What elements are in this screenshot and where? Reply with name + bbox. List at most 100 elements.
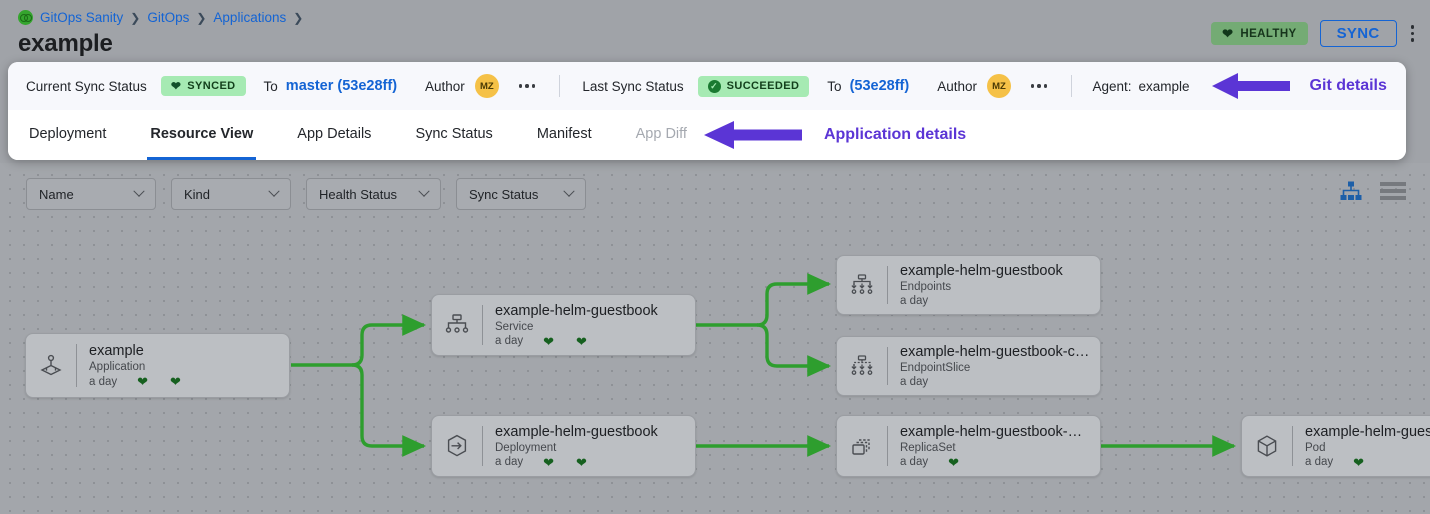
endpointslice-icon [837, 353, 887, 379]
node-health-icons: ❤ [948, 456, 959, 469]
tab-deployment[interactable]: Deployment [26, 110, 109, 160]
breadcrumb-separator-icon: ❯ [130, 10, 141, 25]
filter-kind-dropdown[interactable]: Kind [171, 178, 291, 210]
breadcrumb-item-gitops-sanity[interactable]: GitOps Sanity [40, 10, 124, 25]
node-meta: a day [900, 376, 1090, 388]
heart-icon: ❤ [1222, 26, 1234, 41]
replicaset-icon [837, 432, 887, 460]
filter-health-status-dropdown[interactable]: Health Status [306, 178, 441, 210]
filter-sync-status-dropdown[interactable]: Sync Status [456, 178, 586, 210]
resource-node-service[interactable]: example-helm-guestbook Service a day ❤ ❤ [431, 294, 696, 356]
node-name: example-helm-guestbook [900, 263, 1063, 279]
current-sync-status-badge[interactable]: ❤ SYNCED [160, 76, 246, 96]
health-status-label: HEALTHY [1240, 27, 1297, 40]
avatar[interactable]: MZ [474, 74, 499, 98]
current-sync-to-label: To [263, 78, 278, 94]
agent-label: Agent: [1092, 78, 1132, 94]
breadcrumb-separator-icon: ❯ [196, 10, 207, 25]
heart-icon: ❤ [576, 333, 587, 349]
node-divider [887, 426, 888, 466]
node-divider [887, 347, 888, 385]
node-divider [482, 426, 483, 466]
node-kind: Service [495, 320, 534, 333]
application-tabs: Deployment Resource View App Details Syn… [8, 110, 1406, 160]
annotation-arrow-git-details [1211, 73, 1290, 99]
tab-resource-view[interactable]: Resource View [147, 110, 257, 160]
node-health-icons: ❤ [1353, 456, 1364, 469]
node-name: example-helm-guestbook-74... [899, 423, 1090, 440]
node-kind: EndpointSlice [900, 362, 971, 374]
last-sync-to-label: To [827, 78, 842, 94]
resource-node-application[interactable]: example Application a day ❤ ❤ [25, 333, 290, 398]
node-meta: a day ❤ [900, 456, 1090, 469]
current-sync-revision-link[interactable]: master (53e28ff) [285, 78, 398, 94]
chevron-down-icon [268, 185, 280, 197]
node-health-icons: ❤ ❤ [543, 456, 587, 469]
filter-kind-label: Kind [184, 186, 211, 202]
chevron-down-icon [418, 185, 430, 197]
resource-node-endpoints[interactable]: example-helm-guestbook Endpoints a day [836, 255, 1101, 315]
heart-icon: ❤ [543, 333, 555, 349]
resource-view-canvas: Name Kind Health Status Sync Status [0, 163, 1430, 514]
node-body: example-helm-guestbook Endpoints a day [888, 263, 1100, 307]
argo-logo-icon [18, 10, 33, 25]
last-sync-revision-link[interactable]: (53e28ff) [849, 78, 910, 94]
tab-label: App Details [297, 125, 372, 142]
health-status-badge[interactable]: ❤ HEALTHY [1211, 22, 1308, 45]
node-health-icons: ❤ ❤ [137, 375, 181, 388]
chevron-down-icon [133, 185, 145, 197]
node-body: example-helm-guestbook Service a day ❤ ❤ [483, 303, 695, 348]
node-body: example-helm-guestbook-74... ReplicaSet … [888, 424, 1100, 469]
tab-app-details[interactable]: App Details [294, 110, 374, 160]
tab-label: Sync Status [415, 125, 493, 142]
current-sync-status-label: Current Sync Status [26, 78, 147, 94]
node-health-icons: ❤ ❤ [543, 335, 587, 348]
filter-name-dropdown[interactable]: Name [26, 178, 156, 210]
heart-icon: ❤ [576, 454, 587, 470]
node-divider [482, 305, 483, 345]
last-sync-more-icon[interactable] [1029, 80, 1050, 92]
page-header: GitOps Sanity ❯ GitOps ❯ Applications ❯ … [0, 0, 1430, 62]
node-name: example-helm-guestbook [495, 302, 658, 319]
agent-value: example [1138, 78, 1190, 94]
node-kind: Application [89, 361, 146, 373]
node-age: a day [1305, 456, 1334, 468]
resource-node-deployment[interactable]: example-helm-guestbook Deployment a day … [431, 415, 696, 477]
kebab-menu-icon[interactable] [1409, 23, 1417, 44]
node-name: example-helm-guestbook-ct... [900, 344, 1090, 360]
node-name: example-helm-guest [1305, 423, 1430, 440]
current-author-label: Author [425, 78, 465, 94]
tab-sync-status[interactable]: Sync Status [412, 110, 495, 160]
page-title: example [18, 30, 113, 57]
annotation-arrow-application-details [703, 121, 802, 149]
divider [559, 75, 561, 97]
resource-node-pod[interactable]: example-helm-guest Pod a day ❤ [1241, 415, 1430, 477]
breadcrumb: GitOps Sanity ❯ GitOps ❯ Applications ❯ [18, 10, 303, 25]
node-kind: Pod [1305, 441, 1326, 454]
breadcrumb-item-applications[interactable]: Applications [213, 10, 287, 25]
node-kind: Endpoints [900, 281, 952, 293]
last-sync-status-badge[interactable]: ✓ SUCCEEDED [697, 75, 810, 97]
sync-button[interactable]: SYNC [1319, 20, 1397, 47]
filter-name-label: Name [39, 186, 74, 202]
avatar[interactable]: MZ [986, 74, 1011, 98]
node-divider [1292, 426, 1293, 466]
node-body: example Application a day ❤ ❤ [77, 343, 289, 388]
heart-icon: ❤ [948, 454, 960, 470]
breadcrumb-separator-icon: ❯ [293, 10, 304, 25]
heart-icon: ❤ [543, 454, 555, 470]
application-details-panel: Current Sync Status ❤ SYNCED To master (… [8, 62, 1406, 160]
check-circle-icon: ✓ [707, 79, 721, 93]
resource-node-endpointslice[interactable]: example-helm-guestbook-ct... EndpointSli… [836, 336, 1101, 396]
tab-manifest[interactable]: Manifest [534, 110, 595, 160]
current-sync-more-icon[interactable] [517, 80, 538, 92]
resource-node-replicaset[interactable]: example-helm-guestbook-74... ReplicaSet … [836, 415, 1101, 477]
application-icon [26, 352, 76, 380]
service-icon [432, 312, 482, 338]
breadcrumb-item-gitops[interactable]: GitOps [147, 10, 190, 25]
node-name: example-helm-guestbook [495, 423, 658, 440]
endpoints-icon [837, 272, 887, 298]
node-age: a day [89, 375, 118, 388]
list-view-icon[interactable] [1380, 181, 1406, 201]
tree-view-icon[interactable] [1340, 181, 1362, 201]
